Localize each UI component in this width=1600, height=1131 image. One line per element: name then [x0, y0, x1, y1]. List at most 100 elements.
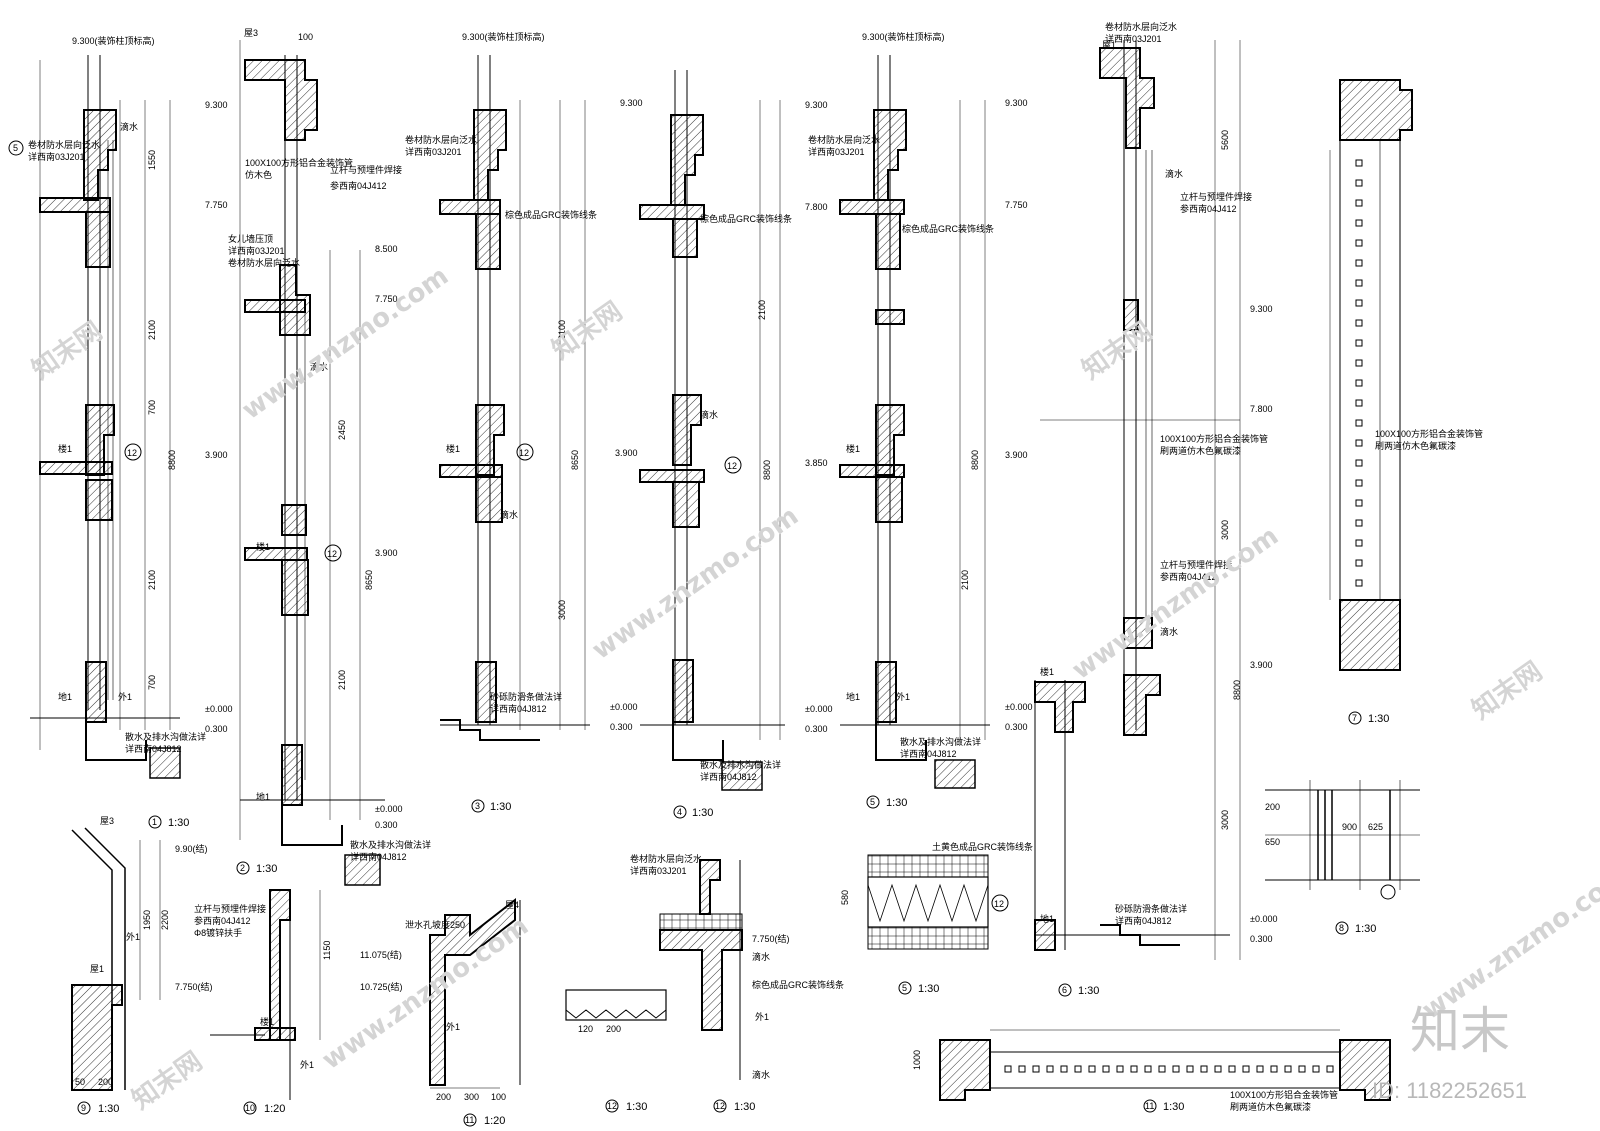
detail-8-railing-grid [1265, 780, 1420, 890]
top-note-3: 9.300(装饰柱顶标高) [462, 31, 545, 42]
wall-label-11: 外1 [446, 1021, 460, 1032]
dim-100-11: 100 [491, 1092, 506, 1102]
detail-number-10: 10 [245, 1103, 255, 1113]
dim-window-1b: 2100 [147, 570, 157, 590]
level-roof-1: 9.300 [205, 100, 228, 110]
ground-label-5: 地1 [846, 691, 860, 702]
tube-mark [1088, 1065, 1096, 1073]
detail-marker-11 [463, 1113, 477, 1127]
tube-mark [1355, 519, 1363, 527]
tube-mark [1355, 159, 1363, 167]
dim-580-grc: 580 [840, 890, 850, 905]
tube-mark [1355, 379, 1363, 387]
dim-900-8: 900 [1342, 822, 1357, 832]
dim-window-5: 2100 [960, 570, 970, 590]
tube-mark [1032, 1065, 1040, 1073]
scale-2: 1:30 [256, 863, 277, 875]
railing-ref-6b: 参西南04J412 [1160, 571, 1217, 582]
level-mid-4: 7.800 [805, 202, 828, 212]
tube-mark [1355, 219, 1363, 227]
level-floor-1: 3.900 [205, 450, 228, 460]
cap-note-2: 卷材防水层向泛水 [228, 257, 300, 268]
cap-ref-3: 详西南03J201 [405, 146, 462, 157]
scale-6: 1:30 [1078, 985, 1099, 997]
drain-ref-2: 详西南04J812 [350, 851, 407, 862]
level-mid-6: 7.800 [1250, 404, 1273, 414]
dim-1550-1: 1550 [147, 150, 157, 170]
tube-mark [1298, 1065, 1306, 1073]
drain-ref-1: 详西南04J812 [125, 743, 182, 754]
detail-marker-5 [866, 795, 880, 809]
cap-note-6: 卷材防水层向泛水 [1105, 21, 1177, 32]
ground-label-1: 地1 [58, 691, 72, 702]
callout-12-grc [991, 894, 1009, 912]
tube-mark [1018, 1065, 1026, 1073]
el-d-9: 7.750(结) [175, 981, 213, 992]
scale-10: 1:20 [264, 1103, 285, 1115]
step-note-3: 砂砾防滑条做法详 [490, 691, 562, 702]
tube-mark [1256, 1065, 1264, 1073]
cap-ref-6: 详西南03J201 [1105, 33, 1162, 44]
callout-5-1 [8, 140, 24, 156]
scale-1: 1:30 [168, 817, 189, 829]
level-roof-6: 9.300 [1250, 304, 1273, 314]
level-roof-5: 9.300 [1005, 98, 1028, 108]
gutter-6b: 滴水 [1160, 626, 1178, 637]
wall-label-5: 外1 [896, 691, 910, 702]
detail-marker-2 [236, 861, 250, 875]
dim-window-4: 2100 [757, 300, 767, 320]
detail-beam-tube-marks [1004, 1065, 1334, 1073]
tube-mark [1158, 1065, 1166, 1073]
tube-mark [1355, 319, 1363, 327]
tube-mark [1074, 1065, 1082, 1073]
level-roof-4: 9.300 [805, 100, 828, 110]
detail-marker-h [1143, 1099, 1157, 1113]
detail-9-parapet [71, 827, 161, 1091]
callout-12-2 [324, 544, 342, 562]
wall-section-4 [639, 70, 785, 791]
detail-number-7: 7 [1352, 713, 1357, 723]
el-c-9: 9.90(结) [175, 843, 208, 854]
tube-mark [1355, 279, 1363, 287]
wall-section-3 [439, 55, 590, 741]
scale-12b: 1:30 [734, 1101, 755, 1113]
tube-note-h: 100X100方形铝合金装饰管 [1230, 1089, 1338, 1100]
dim-1000-h: 1000 [912, 1050, 922, 1070]
level-ground-4: ±0.000 [805, 704, 832, 714]
tube-note2-h: 刷两道仿木色氟碳漆 [1230, 1101, 1311, 1112]
detail-marker-8 [1335, 921, 1349, 935]
wall-label-10: 外1 [300, 1059, 314, 1070]
top-note-5: 9.300(装饰柱顶标高) [862, 31, 945, 42]
level-outdoor-1: 0.300 [205, 724, 228, 734]
tube-note-2: 100X100方形铝合金装饰管 [245, 157, 353, 168]
floor-label-5: 楼1 [846, 443, 860, 454]
dim-window-2: 2450 [337, 420, 347, 440]
roof-label-9: 屋3 [100, 816, 114, 826]
wall-label-1: 外1 [118, 691, 132, 702]
tube-mark [1355, 459, 1363, 467]
tube-mark [1172, 1065, 1180, 1073]
drain-ref-4: 详西南04J812 [700, 771, 757, 782]
detail-10-railing [210, 889, 321, 1100]
drain-ref-5: 详西南04J812 [900, 748, 957, 759]
cap-note-1: 卷材防水层向泛水 [28, 139, 100, 150]
detail-grc-panel [867, 854, 989, 950]
dim-total-5: 8800 [970, 450, 980, 470]
tube-mark [1242, 1065, 1250, 1073]
level-outdoor-6: 0.300 [1250, 934, 1273, 944]
scale-8: 1:30 [1355, 923, 1376, 935]
tube-mark [1355, 479, 1363, 487]
callout-12-2-label: 12 [327, 549, 337, 559]
dim-1150-10: 1150 [322, 941, 332, 960]
dim-total-4: 8800 [762, 460, 772, 480]
wall-label-12: 外1 [755, 1011, 769, 1022]
dim-700-1: 700 [147, 400, 157, 415]
level-ground-3: ±0.000 [610, 702, 637, 712]
cap-ref-1: 详西南03J201 [28, 151, 85, 162]
gutter-4: 滴水 [700, 409, 718, 420]
dim-total-2: 8650 [364, 570, 374, 590]
brand-id: ID: 1182252651 [1372, 1078, 1527, 1103]
detail-12-cornice [565, 859, 743, 1080]
cap-ref-2: 详西南03J201 [228, 245, 285, 256]
detail-marker-1 [148, 815, 162, 829]
